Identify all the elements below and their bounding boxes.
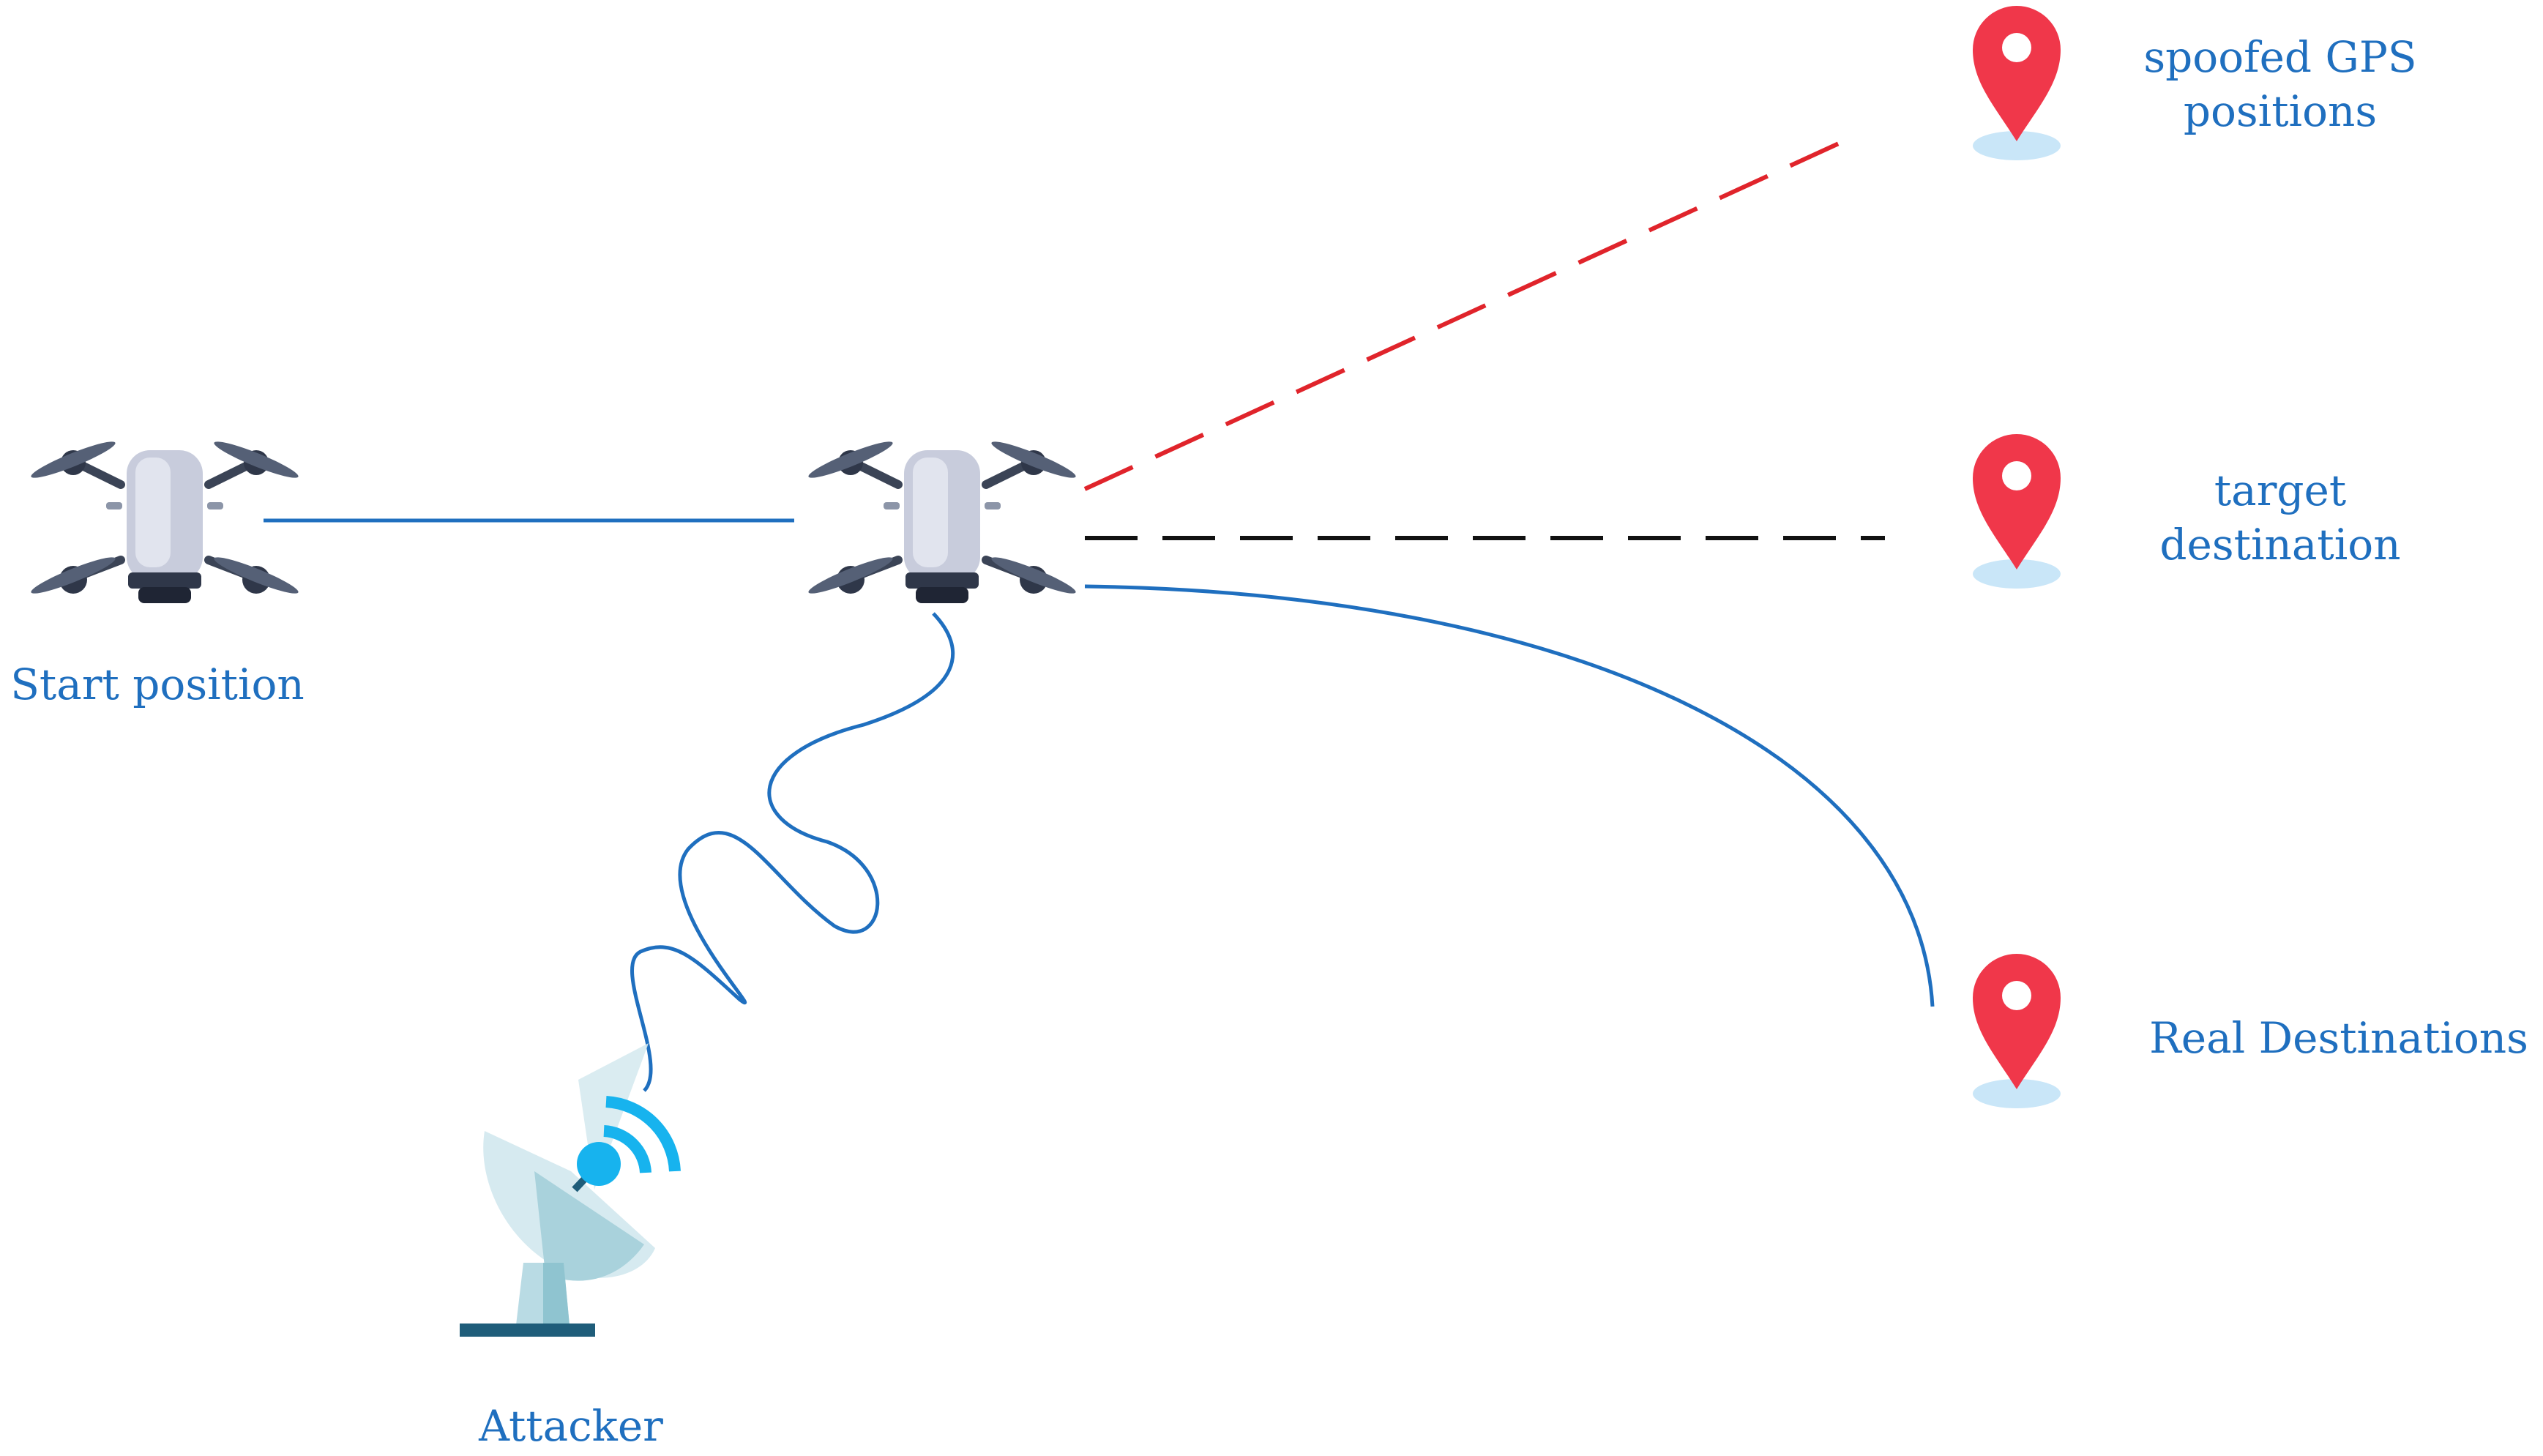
- map-pin-icon: [1973, 954, 2061, 1108]
- attack-signal-wave: [630, 612, 955, 1092]
- map-pin-icon: [1973, 6, 2061, 160]
- real-destinations-label: Real Destinations: [2149, 1013, 2528, 1063]
- map-pin-icon: [1973, 434, 2061, 589]
- satellite-dish-icon: [460, 1043, 681, 1337]
- drone-icon: [806, 436, 1078, 603]
- real-path-curve: [1084, 584, 1935, 1007]
- attacker-label: Attacker: [478, 1401, 663, 1451]
- target-destination-label-line2: destination: [2159, 520, 2400, 570]
- target-destination-label-line1: target: [2214, 466, 2346, 515]
- spoofed-gps-label-line1: spoofed GPS: [2143, 32, 2416, 82]
- start-position-label: Start position: [10, 660, 305, 709]
- spoofed-path-dashed: [1083, 137, 1850, 491]
- spoofed-gps-label-line2: positions: [2184, 86, 2377, 136]
- drone-icon: [29, 436, 301, 603]
